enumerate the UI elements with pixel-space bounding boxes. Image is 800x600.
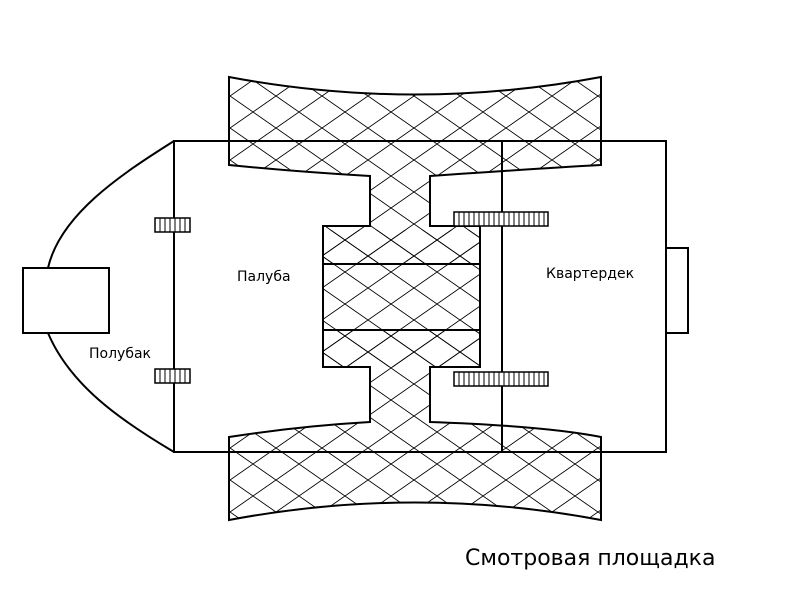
ladder-left-bottom (154, 368, 191, 384)
center-mesh-outline (322, 176, 481, 422)
ladder-left-top (154, 217, 191, 233)
ladder-right-bottom (453, 371, 549, 387)
ladder-right-top (453, 211, 549, 227)
label-quarterdeck: Квартердек (546, 266, 634, 282)
label-forecastle: Полубак (89, 346, 151, 362)
bow-upper-curve (47, 140, 175, 269)
bow-box (22, 267, 110, 334)
bow-lower-curve (47, 332, 175, 453)
caption: Смотровая площадка (465, 546, 715, 571)
top-mesh (228, 75, 602, 265)
label-deck: Палуба (237, 269, 291, 285)
stern-box (665, 247, 689, 334)
bottom-mesh (228, 329, 602, 522)
